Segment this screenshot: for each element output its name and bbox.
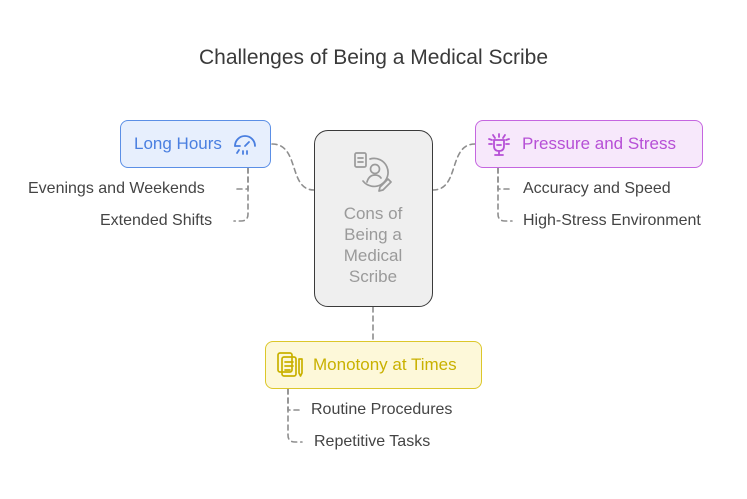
- connector-repetitive: [287, 388, 303, 443]
- repetitive-documents-icon: [275, 351, 305, 379]
- diagram-title: Challenges of Being a Medical Scribe: [198, 46, 549, 69]
- item-high-stress-environment: High-Stress Environment: [523, 212, 701, 229]
- connector-extended: [233, 167, 249, 222]
- medical-person-document-icon: [353, 151, 395, 198]
- node-pressure-stress: Pressure and Stress: [475, 120, 703, 168]
- connector-accuracy: [497, 167, 513, 190]
- clock-icon: [232, 132, 258, 156]
- item-routine-procedures: Routine Procedures: [311, 401, 453, 418]
- connector-long-hours: [271, 143, 315, 191]
- item-extended-shifts: Extended Shifts: [100, 212, 213, 229]
- item-repetitive-tasks: Repetitive Tasks: [314, 433, 431, 450]
- node-long-hours-label: Long Hours: [134, 134, 222, 153]
- connector-high-stress: [497, 167, 513, 222]
- center-label: Cons of Being a Medical Scribe: [343, 204, 403, 286]
- item-evenings-weekends: Evenings and Weekends: [28, 180, 205, 197]
- node-pressure-stress-label: Pressure and Stress: [522, 134, 677, 153]
- node-monotony-label: Monotony at Times: [313, 355, 457, 374]
- stress-head-icon: [486, 132, 512, 156]
- node-long-hours: Long Hours: [120, 120, 271, 168]
- center-node: Cons of Being a Medical Scribe: [314, 130, 433, 307]
- node-monotony: Monotony at Times: [265, 341, 482, 389]
- connector-routine: [287, 388, 301, 411]
- connector-evenings: [233, 167, 249, 190]
- connector-pressure: [432, 143, 476, 191]
- item-accuracy-speed: Accuracy and Speed: [523, 180, 671, 197]
